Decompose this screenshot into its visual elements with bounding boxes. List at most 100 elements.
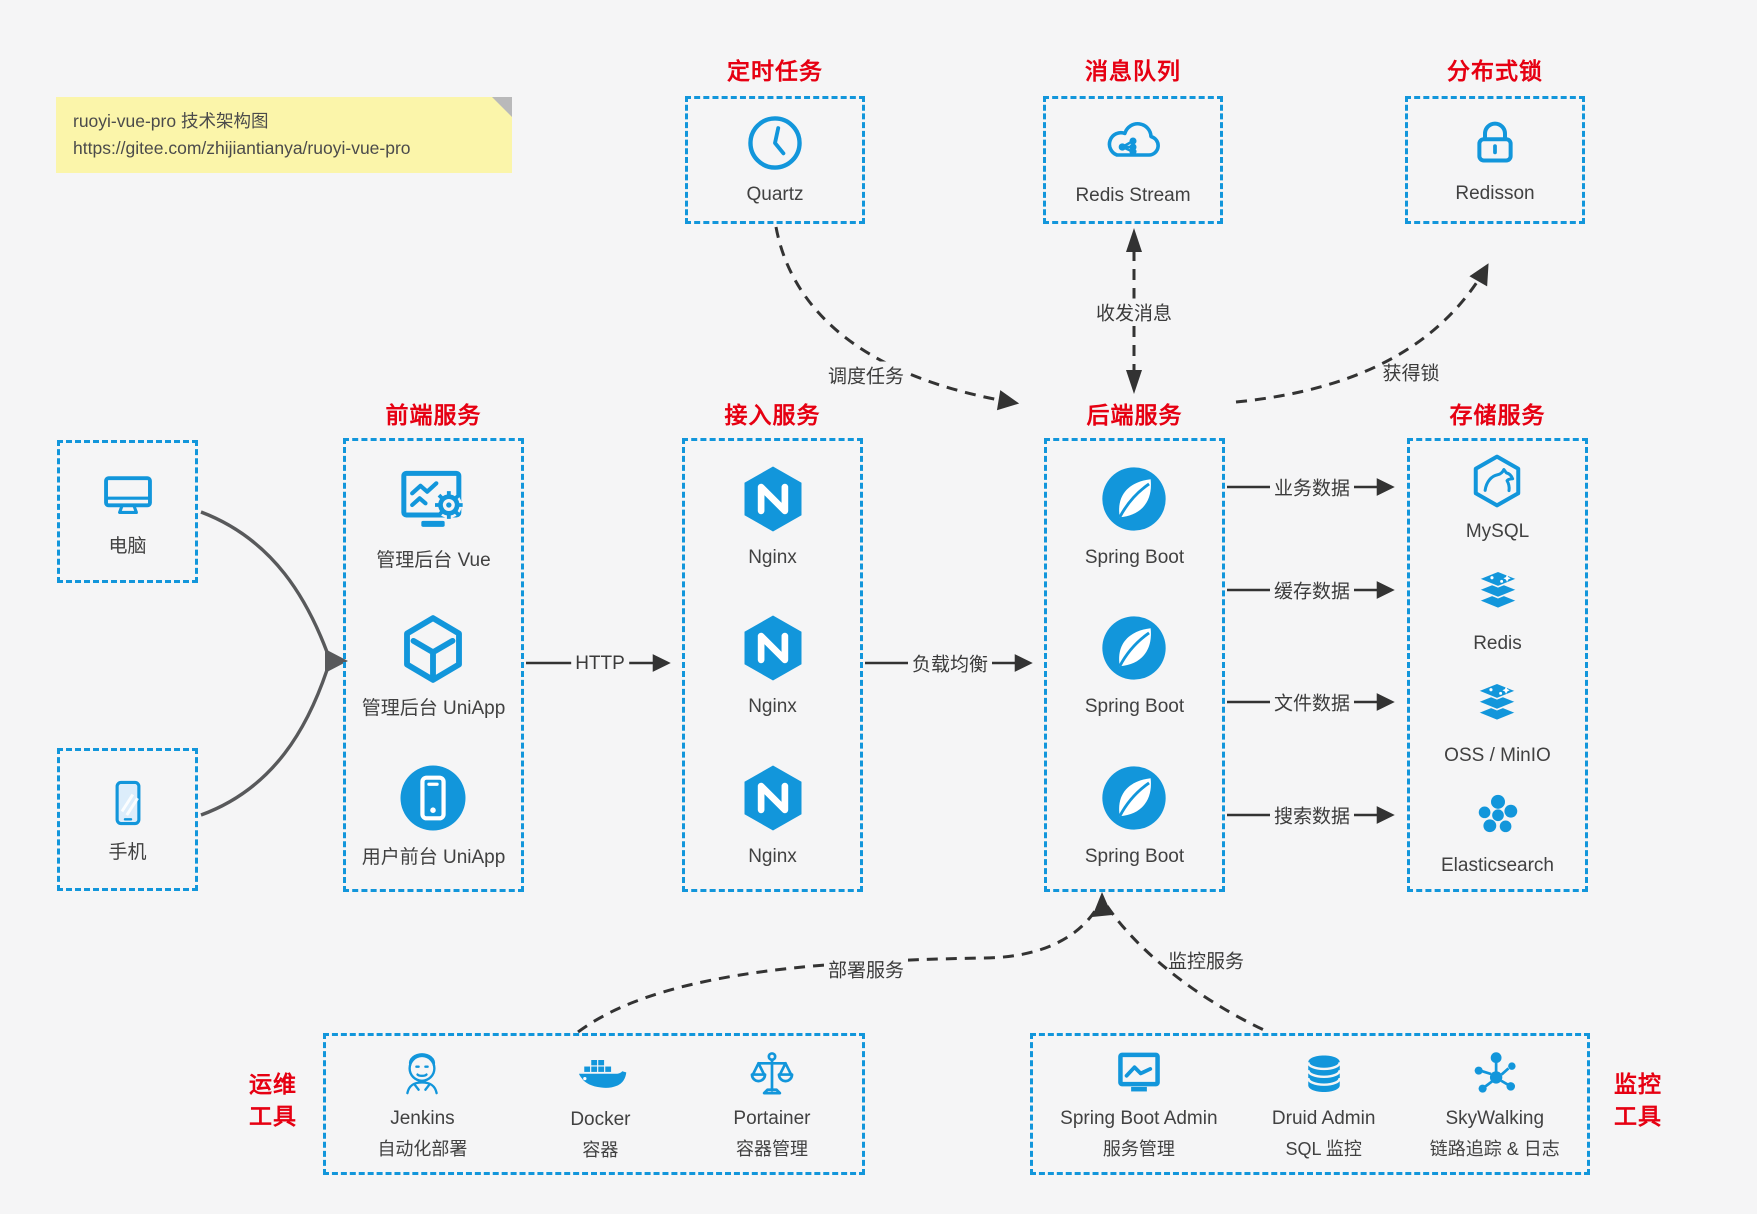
note-title: ruoyi-vue-pro 技术架构图 — [73, 111, 269, 131]
node-nginx-3: Nginx — [735, 760, 811, 870]
node-label: Jenkins — [390, 1108, 455, 1130]
node-admin-vue: 管理后台 Vue — [376, 460, 491, 574]
spring-boot-admin-icon — [1112, 1047, 1166, 1101]
node-label: 手机 — [108, 841, 147, 863]
edge-label-file-data: 文件数据 — [1269, 688, 1355, 716]
node-label: Portainer — [733, 1108, 811, 1130]
group-title-mq: 消息队列 — [1085, 58, 1181, 84]
node-label: Docker — [570, 1109, 631, 1131]
lock-curve — [1235, 263, 1489, 404]
node-oss-minio: OSS / MinIO — [1444, 677, 1551, 769]
node-label: Elasticsearch — [1441, 855, 1554, 877]
message-up-arrowhead — [1126, 228, 1142, 252]
mq-box: Redis Stream — [1043, 96, 1223, 224]
lock-icon — [1465, 113, 1525, 173]
node-label: Quartz — [746, 184, 804, 206]
node-label: 用户前台 UniApp — [361, 846, 506, 868]
uniapp-cube-icon — [394, 610, 472, 688]
scheduler-box: Quartz — [685, 96, 865, 224]
edge-label-message: 收发消息 — [1091, 298, 1177, 326]
nginx-icon — [735, 610, 811, 686]
druid-icon — [1297, 1047, 1351, 1101]
spring-boot-icon — [1096, 610, 1172, 686]
edge-label-load-balance: 负载均衡 — [907, 649, 993, 677]
node-nginx-1: Nginx — [735, 461, 811, 571]
backend-box: Spring Boot Spring Boot Spring Boot — [1044, 438, 1225, 892]
node-label: MySQL — [1465, 521, 1530, 543]
node-docker: Docker 容器 — [570, 1046, 631, 1162]
docker-icon — [572, 1046, 628, 1102]
nginx-icon — [735, 760, 811, 836]
node-sublabel: 自动化部署 — [377, 1138, 468, 1159]
node-label: Redisson — [1455, 183, 1535, 205]
lock-box: Redisson — [1405, 96, 1585, 224]
column-title-frontend: 前端服务 — [385, 402, 482, 428]
node-pc: 电脑 — [97, 464, 159, 560]
node-label: Spring Boot — [1084, 546, 1185, 568]
note-url: https://gitee.com/zhijiantianya/ruoyi-vu… — [73, 138, 411, 158]
redis-stack-icon — [1468, 677, 1526, 735]
group-title-lock: 分布式锁 — [1447, 58, 1543, 84]
group-title-scheduler: 定时任务 — [727, 58, 823, 84]
elasticsearch-icon — [1470, 789, 1526, 845]
jenkins-icon — [395, 1047, 449, 1101]
node-mysql: MySQL — [1466, 451, 1529, 545]
portainer-icon — [745, 1047, 799, 1101]
note-fold-corner — [492, 97, 512, 117]
node-label: 电脑 — [108, 535, 147, 557]
node-label: Redis — [1473, 633, 1522, 655]
node-label: Druid Admin — [1271, 1108, 1376, 1130]
node-sublabel: 容器 — [582, 1139, 619, 1160]
node-springboot-1: Spring Boot — [1085, 461, 1184, 571]
ops-tools-label: 运维 工具 — [233, 1068, 313, 1132]
column-title-backend: 后端服务 — [1086, 402, 1183, 428]
storage-box: MySQL Redis — [1407, 438, 1588, 892]
frontend-box: 管理后台 Vue 管理后台 UniApp 用户前台 UniApp — [343, 438, 524, 892]
node-springboot-2: Spring Boot — [1085, 610, 1184, 720]
user-app-icon — [394, 759, 472, 837]
admin-vue-icon — [393, 460, 473, 540]
edge-label-monitor: 监控服务 — [1167, 951, 1245, 973]
column-title-gateway: 接入服务 — [724, 402, 821, 428]
edge-label-business-data: 业务数据 — [1269, 473, 1355, 501]
node-portainer: Portainer 容器管理 — [733, 1047, 811, 1161]
monitor-tools-label: 监控 工具 — [1598, 1068, 1678, 1132]
monitor-tools-label-line2: 工具 — [1614, 1103, 1662, 1130]
node-label: Spring Boot — [1084, 696, 1185, 718]
node-quartz: Quartz — [744, 112, 806, 208]
node-sublabel: 容器管理 — [735, 1138, 808, 1159]
node-redis-stream: Redis Stream — [1075, 111, 1191, 209]
skywalking-icon — [1468, 1047, 1522, 1101]
redis-stack-icon — [1469, 565, 1527, 623]
message-down-arrowhead — [1126, 370, 1142, 394]
mysql-icon — [1467, 451, 1527, 511]
ops-tools-box: Jenkins 自动化部署 Docker 容器 — [323, 1033, 865, 1175]
node-sublabel: 服务管理 — [1102, 1138, 1175, 1159]
ops-tools-label-line2: 工具 — [249, 1103, 297, 1130]
ops-tools-label-line1: 运维 — [249, 1071, 297, 1097]
smartphone-icon — [99, 774, 157, 832]
gateway-box: Nginx Nginx Nginx — [682, 438, 863, 892]
node-redisson: Redisson — [1455, 113, 1535, 207]
edge-label-http: HTTP — [571, 653, 629, 675]
node-label: 管理后台 UniApp — [361, 698, 506, 720]
node-spring-boot-admin: Spring Boot Admin 服务管理 — [1060, 1047, 1218, 1161]
node-redis: Redis — [1469, 565, 1527, 657]
edge-label-cache-data: 缓存数据 — [1269, 576, 1355, 604]
node-label: Nginx — [748, 696, 797, 718]
backend-up-arrowhead — [1092, 892, 1112, 917]
node-label: Spring Boot Admin — [1060, 1108, 1218, 1130]
client-pc-box: 电脑 — [57, 440, 198, 583]
sticky-note: ruoyi-vue-pro 技术架构图 https://gitee.com/zh… — [56, 97, 512, 173]
cloud-mq-icon — [1101, 111, 1165, 175]
spring-boot-icon — [1096, 760, 1172, 836]
node-skywalking: SkyWalking 链路追踪 & 日志 — [1430, 1047, 1560, 1161]
desktop-icon — [97, 464, 159, 526]
node-jenkins: Jenkins 自动化部署 — [377, 1047, 467, 1161]
node-label: 管理后台 Vue — [376, 549, 491, 571]
column-title-storage: 存储服务 — [1449, 402, 1546, 428]
node-sublabel: 链路追踪 & 日志 — [1429, 1138, 1560, 1159]
edge-label-search-data: 搜索数据 — [1269, 801, 1355, 829]
edge-label-lock: 获得锁 — [1382, 363, 1440, 385]
node-elasticsearch: Elasticsearch — [1441, 789, 1554, 879]
